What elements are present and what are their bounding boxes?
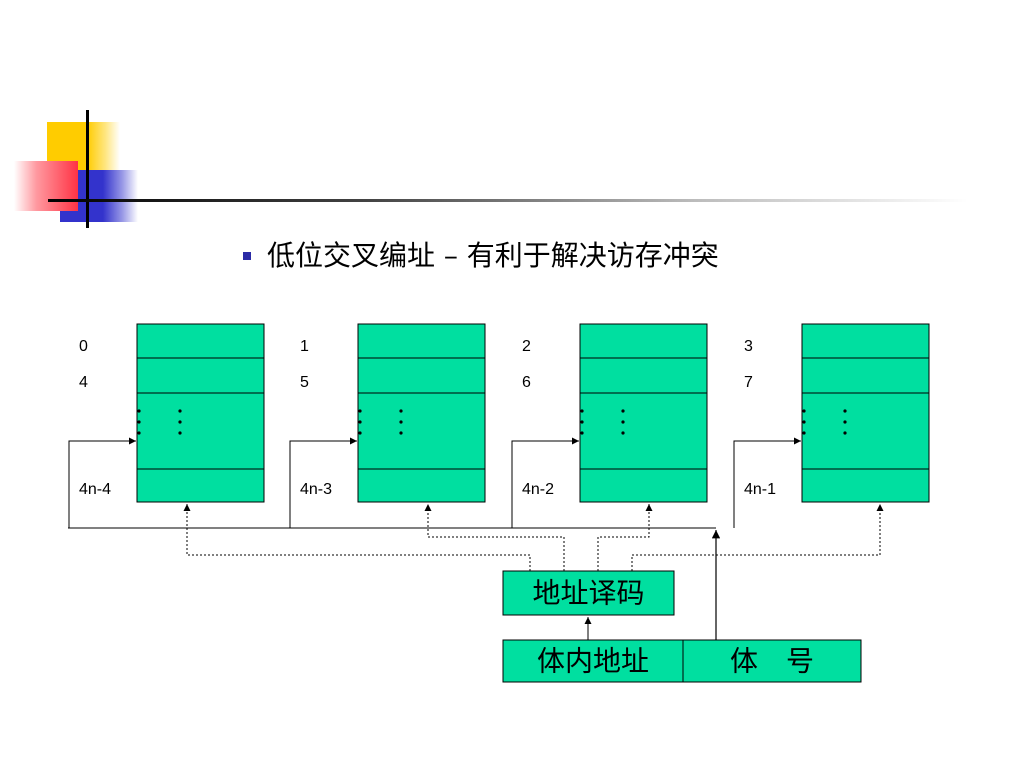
address-label: 3 bbox=[744, 338, 753, 355]
memory-module-1: 1 5 4n-3 bbox=[289, 323, 486, 528]
bank-select-arrow-2 bbox=[511, 437, 579, 528]
address-label: 2 bbox=[522, 338, 531, 355]
ellipsis-dot bbox=[178, 431, 182, 435]
module-box bbox=[357, 323, 486, 503]
inner-address-field: 体内地址 bbox=[537, 645, 649, 678]
title-row: 低位交叉编址 – 有利于解决访存冲突 bbox=[243, 234, 719, 274]
ellipsis-dot bbox=[399, 409, 403, 413]
ellipsis-dot bbox=[137, 409, 141, 413]
ellipsis-dot bbox=[843, 409, 847, 413]
slide-title: 低位交叉编址 – 有利于解决访存冲突 bbox=[267, 239, 719, 272]
address-label: 4n-2 bbox=[522, 481, 554, 498]
ellipsis-dot bbox=[137, 431, 141, 435]
ellipsis-dot bbox=[358, 431, 362, 435]
memory-module-3: 3 7 4n-1 bbox=[733, 323, 930, 528]
ellipsis-dot bbox=[399, 420, 403, 424]
ellipsis-dot bbox=[802, 431, 806, 435]
decoder-output-1 bbox=[424, 504, 565, 571]
ellipsis-dot bbox=[621, 409, 625, 413]
ellipsis-dot bbox=[843, 420, 847, 424]
ellipsis-dot bbox=[580, 431, 584, 435]
bank-select-arrow-0 bbox=[68, 437, 136, 528]
memory-module-0: 0 4 4n-4 bbox=[68, 323, 265, 528]
ellipsis-dot bbox=[358, 420, 362, 424]
address-label: 4n-1 bbox=[744, 481, 776, 498]
bank-select-arrow-1 bbox=[289, 437, 357, 528]
deco-red-square bbox=[14, 161, 78, 211]
address-label: 5 bbox=[300, 374, 309, 391]
address-label: 0 bbox=[79, 338, 88, 355]
ellipsis-dot bbox=[802, 420, 806, 424]
ellipsis-dot bbox=[178, 420, 182, 424]
address-label: 4n-4 bbox=[79, 481, 111, 498]
ellipsis-dot bbox=[178, 409, 182, 413]
address-label: 7 bbox=[744, 374, 753, 391]
ellipsis-dot bbox=[843, 431, 847, 435]
ellipsis-dot bbox=[802, 409, 806, 413]
ellipsis-dot bbox=[621, 420, 625, 424]
module-box bbox=[136, 323, 265, 503]
bank-number-field: 体 号 bbox=[730, 645, 814, 678]
ellipsis-dot bbox=[399, 431, 403, 435]
address-register: 体内地址 体 号 bbox=[502, 639, 862, 683]
decoder-output-3 bbox=[631, 504, 884, 571]
module-box bbox=[801, 323, 930, 503]
deco-horizontal-rule bbox=[48, 199, 968, 202]
ellipsis-dot bbox=[621, 431, 625, 435]
module-box bbox=[579, 323, 708, 503]
deco-vertical-line bbox=[86, 110, 89, 228]
decoder-output-0 bbox=[183, 504, 531, 571]
bank-select-arrow-3 bbox=[733, 437, 801, 528]
memory-module-2: 2 6 4n-2 bbox=[511, 323, 708, 528]
address-label: 4n-3 bbox=[300, 481, 332, 498]
decoder-box: 地址译码 bbox=[502, 570, 675, 616]
address-label: 4 bbox=[79, 374, 88, 391]
decoder-label: 地址译码 bbox=[532, 577, 644, 610]
ellipsis-dot bbox=[137, 420, 141, 424]
ellipsis-dot bbox=[358, 409, 362, 413]
address-label: 1 bbox=[300, 338, 309, 355]
bullet-icon bbox=[243, 252, 251, 260]
decoder-output-2 bbox=[597, 504, 653, 571]
address-label: 6 bbox=[522, 374, 531, 391]
ellipsis-dot bbox=[580, 420, 584, 424]
ellipsis-dot bbox=[580, 409, 584, 413]
